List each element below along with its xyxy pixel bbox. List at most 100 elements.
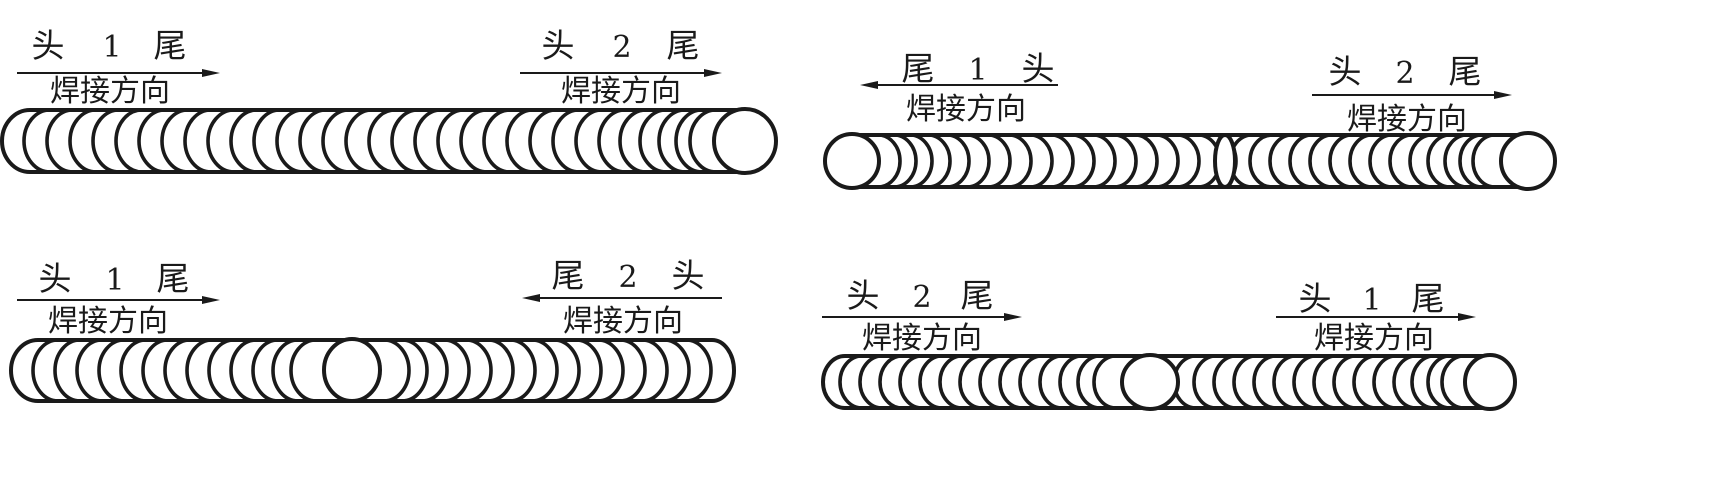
diagram-2: 尾 1 头 焊接方向 头 2 尾 焊接方向: [823, 49, 1557, 191]
label-direction-text: 焊接方向: [50, 74, 170, 109]
bead-ripple: [1408, 133, 1433, 189]
label-tail-word: 头: [672, 256, 705, 295]
arrow-right-head: [1458, 313, 1476, 321]
bead-ripple: [207, 338, 235, 403]
bead-ripple: [1192, 354, 1217, 410]
bead-ripple: [1288, 133, 1313, 189]
label-direction-text: 焊接方向: [906, 92, 1026, 127]
weld-crater-end: [712, 107, 778, 175]
label-head-word: 头: [847, 276, 880, 315]
bead-ripple: [878, 354, 903, 410]
diagram-2-label-1: 尾 1 头 焊接方向: [860, 49, 1058, 127]
bead-ripple: [114, 108, 143, 174]
bead-ripple: [487, 338, 515, 403]
diagram-1-weld-bead: [0, 107, 778, 175]
bead-outline: [821, 354, 1490, 410]
label-number: 1: [102, 30, 121, 65]
diagram-2-weld-bead: [823, 131, 1557, 191]
bead-ripple: [206, 108, 235, 174]
bead-ripple: [893, 133, 918, 189]
bead-ripple: [877, 133, 902, 189]
diagram-4: 头 2 尾 焊接方向 头 1 尾 焊接方向: [821, 276, 1517, 411]
bead-ripple: [1392, 354, 1417, 410]
diagram-3-label-2: 尾 2 头 焊接方向: [522, 256, 722, 339]
bead-ripple: [528, 108, 557, 174]
bead-ripple: [1440, 354, 1465, 410]
diagram-2-label-2: 头 2 尾 焊接方向: [1312, 52, 1512, 137]
bead-ripple: [1443, 133, 1468, 189]
bead-ripple: [575, 338, 603, 403]
bead-ripple: [1471, 133, 1496, 189]
bead-ripple: [252, 108, 281, 174]
weld-crater-end: [1499, 131, 1557, 191]
bead-ripples: [22, 108, 717, 174]
arrow-right-head: [202, 296, 220, 304]
label-direction-text: 焊接方向: [561, 74, 681, 109]
label-head-word: 头: [1329, 52, 1362, 91]
bead-ripple: [229, 338, 257, 403]
bead-ripple: [1372, 354, 1397, 410]
bead-ripple: [289, 338, 317, 403]
bead-ripple: [838, 354, 863, 410]
bead-ripple: [978, 354, 1003, 410]
bead-ripple: [1352, 354, 1377, 410]
label-direction-text: 焊接方向: [48, 304, 168, 339]
weld-crater-middle: [322, 337, 382, 403]
bead-ripple: [958, 354, 983, 410]
bead-ripples: [877, 133, 1496, 189]
bead-ripple: [1312, 354, 1337, 410]
bead-ripple: [22, 108, 51, 174]
bead-ripple: [553, 338, 581, 403]
bead-ripple: [663, 338, 691, 403]
bead-ripple: [141, 338, 169, 403]
bead-ripple: [898, 354, 923, 410]
arrow-left-head: [860, 81, 878, 89]
bead-ripple: [163, 338, 191, 403]
bead-ripple: [436, 108, 465, 174]
bead-ripple: [858, 354, 883, 410]
diagram-1-label-1: 头 1 尾 焊接方向: [17, 26, 220, 109]
bead-ripple: [657, 108, 686, 174]
bead-ripple: [251, 338, 279, 403]
bead-ripple: [185, 338, 213, 403]
label-tail-word: 尾: [154, 26, 187, 65]
bead-ripple: [1268, 133, 1293, 189]
bead-outline: [9, 338, 736, 403]
bead-ripple: [137, 108, 166, 174]
bead-ripple: [1348, 133, 1373, 189]
bead-ripple: [298, 108, 327, 174]
diagram-3: 头 1 尾 焊接方向 尾 2 头 焊接方向: [9, 256, 736, 403]
bead-ripple: [618, 108, 647, 174]
bead-ripple: [641, 338, 669, 403]
bead-ripple: [574, 108, 603, 174]
bead-ripple: [443, 338, 471, 403]
bead-ripple: [413, 108, 442, 174]
arrow-left-head: [522, 294, 540, 302]
label-number: 1: [1362, 283, 1381, 318]
bead-ripple: [1029, 133, 1054, 189]
label-number: 2: [612, 30, 631, 65]
bead-ripple: [1038, 354, 1063, 410]
bead-ripple: [383, 338, 411, 403]
bead-ripple: [1076, 354, 1101, 410]
bead-ripple: [390, 108, 419, 174]
bead-ripple: [638, 108, 667, 174]
bead-ripple: [1155, 133, 1180, 189]
bead-ripple: [1252, 354, 1277, 410]
bead-ripple: [1134, 133, 1159, 189]
bead-ripple: [1092, 354, 1117, 410]
arrow-right-head: [1494, 91, 1512, 99]
bead-ripple: [45, 108, 74, 174]
bead-ripple: [53, 338, 81, 403]
bead-ripple: [91, 108, 120, 174]
arrow-right-head: [1004, 313, 1022, 321]
label-number: 1: [968, 53, 987, 88]
label-head-word: 头: [542, 26, 575, 65]
bead-ripple: [505, 108, 534, 174]
bead-outline: [852, 133, 1528, 189]
label-number: 2: [912, 280, 931, 315]
bead-ripple: [344, 108, 373, 174]
bead-ripples: [31, 338, 713, 403]
weld-crater-start: [823, 132, 881, 190]
bead-ripple: [31, 338, 59, 403]
